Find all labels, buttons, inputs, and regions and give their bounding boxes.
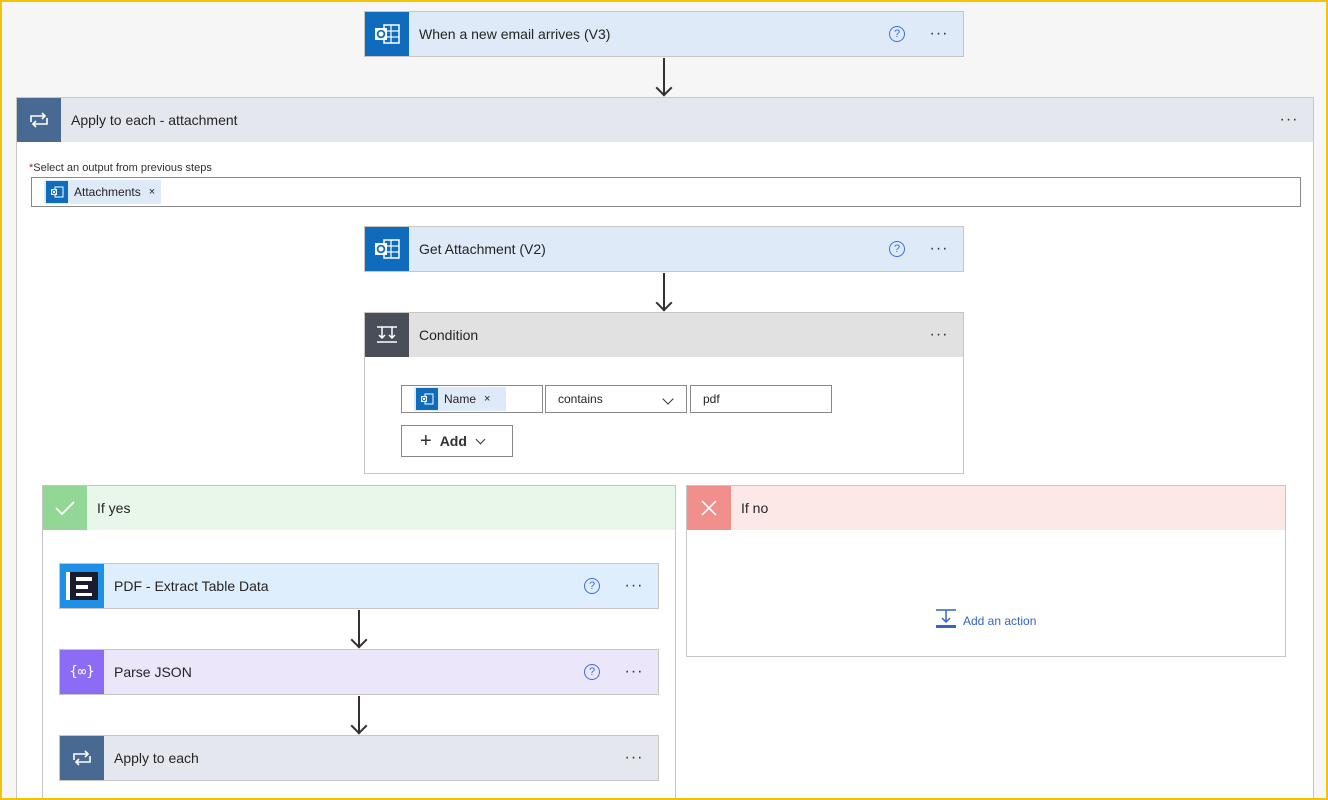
token-label: Name [444,392,477,406]
condition-value-input[interactable]: pdf [690,385,832,413]
if-no-branch: If no Add an action [686,485,1286,657]
parse-json-card[interactable]: {∞} Parse JSON ? ··· [59,649,659,695]
condition-title: Condition [419,327,479,343]
pdf-app-icon [60,564,104,608]
connector-arrow-head [655,79,673,97]
close-icon [687,486,731,530]
remove-token-icon[interactable]: × [484,393,491,405]
parse-json-title: Parse JSON [114,664,192,680]
outlook-icon [365,12,409,56]
add-an-action-link[interactable]: Add an action [935,608,1036,633]
help-icon[interactable]: ? [584,664,600,680]
output-select-input[interactable]: Attachments × [31,177,1301,207]
attachments-token[interactable]: Attachments × [44,180,162,204]
get-attachment-header[interactable]: Get Attachment (V2) ? ··· [365,227,963,271]
loop-title: Apply to each - attachment [71,112,238,128]
more-options-icon[interactable]: ··· [929,326,949,343]
field-label: *Select an output from previous steps [29,162,212,174]
more-options-icon[interactable]: ··· [929,240,949,257]
add-action-label: Add an action [963,613,1037,628]
help-icon[interactable]: ? [584,578,600,594]
condition-card[interactable]: Condition ··· Name × contains pdf + Add [364,312,964,474]
operator-dropdown[interactable]: contains [545,385,687,413]
if-no-header[interactable]: If no [687,486,1285,530]
outlook-icon [416,388,438,410]
outlook-icon [46,181,68,203]
condition-left-input[interactable]: Name × [401,385,543,413]
add-button-label: Add [439,433,467,449]
field-label-text: Select an output from previous steps [33,162,212,174]
connector-arrow [663,58,665,95]
more-options-icon[interactable]: ··· [929,25,949,42]
connector-arrow [663,273,665,310]
trigger-title: When a new email arrives (V3) [419,26,611,42]
operator-value: contains [558,392,603,406]
add-action-icon [935,608,957,633]
pdf-extract-header[interactable]: PDF - Extract Table Data ? ··· [60,564,658,608]
condition-header[interactable]: Condition ··· [365,313,963,357]
connector-arrow [358,610,360,647]
get-attachment-title: Get Attachment (V2) [419,241,546,257]
help-icon[interactable]: ? [889,26,905,42]
loop-icon [60,736,104,780]
apply-to-each-card[interactable]: Apply to each ··· [59,735,659,781]
more-options-icon[interactable]: ··· [624,663,644,680]
outlook-icon [365,227,409,271]
pdf-extract-title: PDF - Extract Table Data [114,578,269,594]
parse-json-header[interactable]: {∞} Parse JSON ? ··· [60,650,658,694]
check-icon [43,486,87,530]
loop-header[interactable]: Apply to each - attachment ··· [17,98,1313,142]
remove-token-icon[interactable]: × [148,186,156,198]
loop-icon [17,98,61,142]
apply-to-each-header[interactable]: Apply to each ··· [60,736,658,780]
add-condition-button[interactable]: + Add [401,425,513,457]
condition-icon [365,313,409,357]
json-icon: {∞} [60,650,104,694]
condition-value: pdf [703,392,720,406]
required-mark: * [29,162,34,174]
trigger-header[interactable]: When a new email arrives (V3) ? ··· [365,12,963,56]
more-options-icon[interactable]: ··· [1279,111,1299,128]
plus-icon: + [420,430,432,452]
help-icon[interactable]: ? [889,241,905,257]
get-attachment-card[interactable]: Get Attachment (V2) ? ··· [364,226,964,272]
token-label: Attachments [74,185,141,199]
chevron-down-icon [475,434,486,444]
if-yes-header[interactable]: If yes [43,486,675,530]
more-options-icon[interactable]: ··· [624,577,644,594]
if-yes-title: If yes [97,500,131,516]
more-options-icon[interactable]: ··· [624,749,644,766]
pdf-extract-card[interactable]: PDF - Extract Table Data ? ··· [59,563,659,609]
name-token[interactable]: Name × [414,387,506,411]
if-no-title: If no [741,500,769,516]
apply-to-each-title: Apply to each [114,750,199,766]
chevron-down-icon [662,393,674,405]
trigger-card[interactable]: When a new email arrives (V3) ? ··· [364,11,964,57]
connector-arrow [358,696,360,733]
